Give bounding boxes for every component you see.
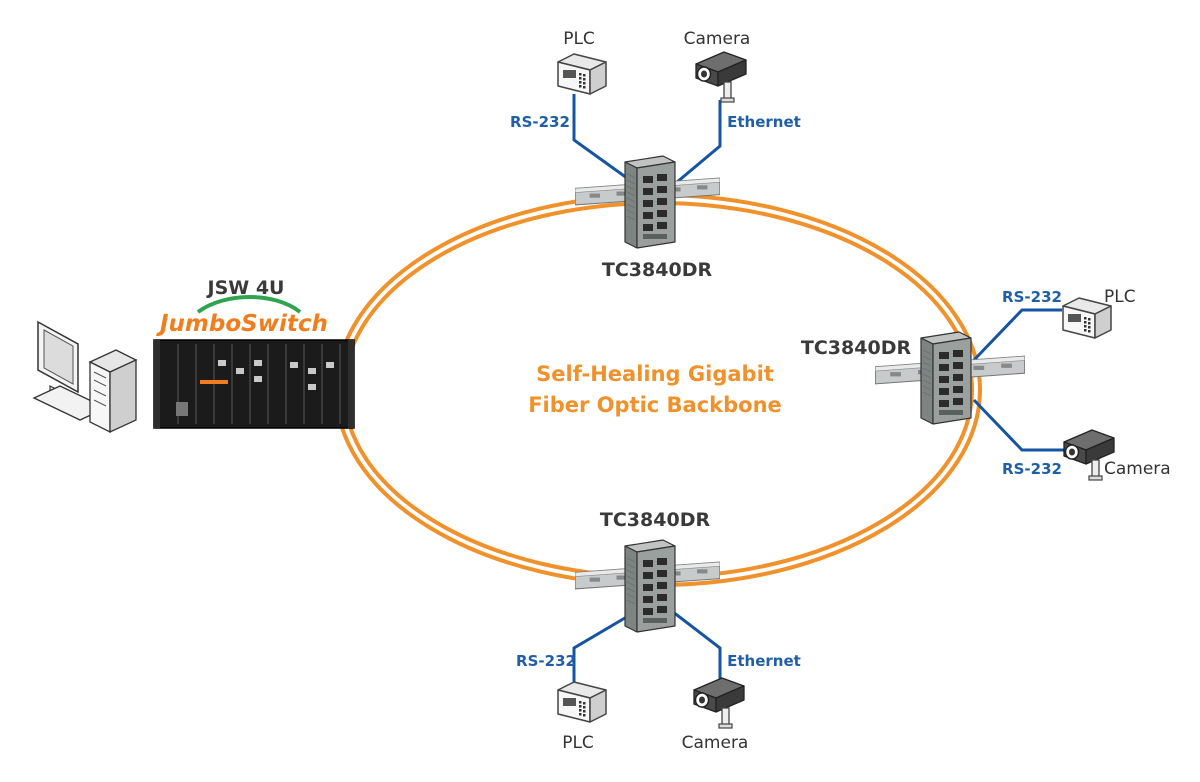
top-plc-icon: [557, 53, 607, 95]
right-link1-cable: [972, 308, 1062, 362]
top-plc-label: PLC: [563, 29, 595, 49]
right-camera-label: Camera: [1104, 459, 1171, 479]
right-link2-cable: [972, 398, 1066, 452]
jsw-model-label: JSW 4U: [206, 277, 285, 299]
backbone-title-line2: Fiber Optic Backbone: [528, 393, 782, 417]
jumboswitch-logo: JumboSwitch: [156, 295, 328, 337]
top-link1-label: RS-232: [510, 113, 570, 131]
top-switch-label: TC3840DR: [602, 259, 713, 281]
right-switch-icon: [920, 331, 972, 425]
bottom-plc-label: PLC: [562, 733, 594, 753]
right-link1-label: RS-232: [1002, 288, 1062, 306]
bottom-link2-label: Ethernet: [727, 652, 801, 670]
right-plc-label: PLC: [1104, 287, 1136, 307]
chassis-icon: [153, 339, 355, 429]
bottom-link1-label: RS-232: [516, 652, 576, 670]
backbone-title-line1: Self-Healing Gigabit: [536, 362, 774, 386]
right-switch-label: TC3840DR: [801, 337, 912, 359]
bottom-plc-icon: [557, 681, 607, 723]
bottom-switch-icon: [624, 539, 676, 633]
computer-icon: [32, 320, 138, 434]
jumboswitch-logo-text: JumboSwitch: [156, 311, 328, 337]
bottom-camera-label: Camera: [682, 733, 749, 753]
bottom-camera-icon: [693, 677, 745, 729]
top-link2-label: Ethernet: [727, 113, 801, 131]
top-switch-icon: [624, 155, 676, 249]
right-link2-label: RS-232: [1002, 460, 1062, 478]
top-camera-label: Camera: [684, 29, 751, 49]
top-camera-icon: [695, 51, 747, 103]
bottom-link2-cable: [659, 600, 722, 682]
bottom-switch-label: TC3840DR: [600, 509, 711, 531]
